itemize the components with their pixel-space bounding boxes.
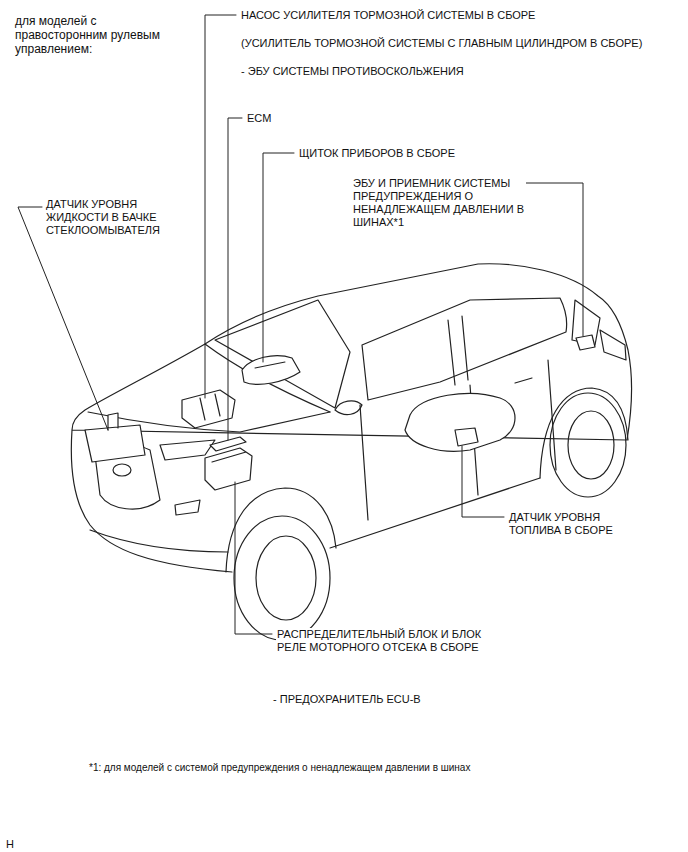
tpms-receiver bbox=[576, 335, 595, 350]
b-pillar bbox=[448, 316, 468, 385]
part-label: - ЭБУ СИСТЕМЫ ПРОТИВОСКОЛЬЖЕНИЯ bbox=[240, 65, 465, 78]
taillight bbox=[600, 330, 626, 360]
fog-lamp bbox=[175, 500, 200, 515]
part-label: ЩИТОК ПРИБОРОВ В СБОРЕ bbox=[298, 147, 456, 160]
leader-lines bbox=[18, 15, 583, 634]
rear-arch bbox=[540, 388, 628, 478]
instrument-panel bbox=[242, 356, 300, 385]
emblem bbox=[113, 464, 131, 476]
fuel-tank bbox=[405, 393, 515, 451]
footnote: *1: для моделей с системой предупреждени… bbox=[88, 761, 471, 774]
part-label: РАСПРЕДЕЛИТЕЛЬНЫЙ БЛОК И БЛОК РЕЛЕ МОТОР… bbox=[276, 628, 506, 654]
door-lines bbox=[360, 360, 556, 520]
rear-wheel bbox=[550, 393, 626, 497]
front-arch bbox=[226, 488, 336, 572]
washer-tank bbox=[85, 413, 145, 462]
part-label: ЭБУ И ПРИЕМНИК СИСТЕМЫ ПРЕДУПРЕЖДЕНИЯ О … bbox=[352, 177, 526, 229]
part-label: ДАТЧИК УРОВНЯ ТОПЛИВА В СБОРЕ bbox=[508, 511, 632, 537]
part-label: - ПРЕДОХРАНИТЕЛЬ ECU-B bbox=[272, 693, 422, 706]
windshield bbox=[215, 300, 350, 408]
relay-block bbox=[205, 448, 252, 490]
front-wheel bbox=[234, 516, 330, 640]
bumper-line bbox=[90, 530, 228, 552]
part-label: НАСОС УСИЛИТЕЛЯ ТОРМОЗНОЙ СИСТЕМЫ В СБОР… bbox=[240, 9, 536, 22]
side-window bbox=[362, 298, 567, 400]
brake-pump bbox=[182, 390, 235, 428]
part-label: ДАТЧИК УРОВНЯ ЖИДКОСТИ В БАЧКЕ СТЕКЛООМЫ… bbox=[45, 198, 179, 237]
mirror bbox=[335, 401, 362, 415]
fuel-sender bbox=[455, 428, 478, 446]
figure-code: H bbox=[5, 838, 15, 851]
car-body bbox=[71, 264, 631, 572]
front-rim bbox=[256, 536, 316, 620]
diagram-title: для моделей с правосторонним рулевым упр… bbox=[14, 14, 166, 56]
rear-rim bbox=[568, 411, 614, 479]
part-label: ECM bbox=[246, 112, 272, 125]
part-label: (УСИЛИТЕЛЬ ТОРМОЗНОЙ СИСТЕМЫ С ГЛАВНЫМ Ц… bbox=[240, 37, 643, 50]
